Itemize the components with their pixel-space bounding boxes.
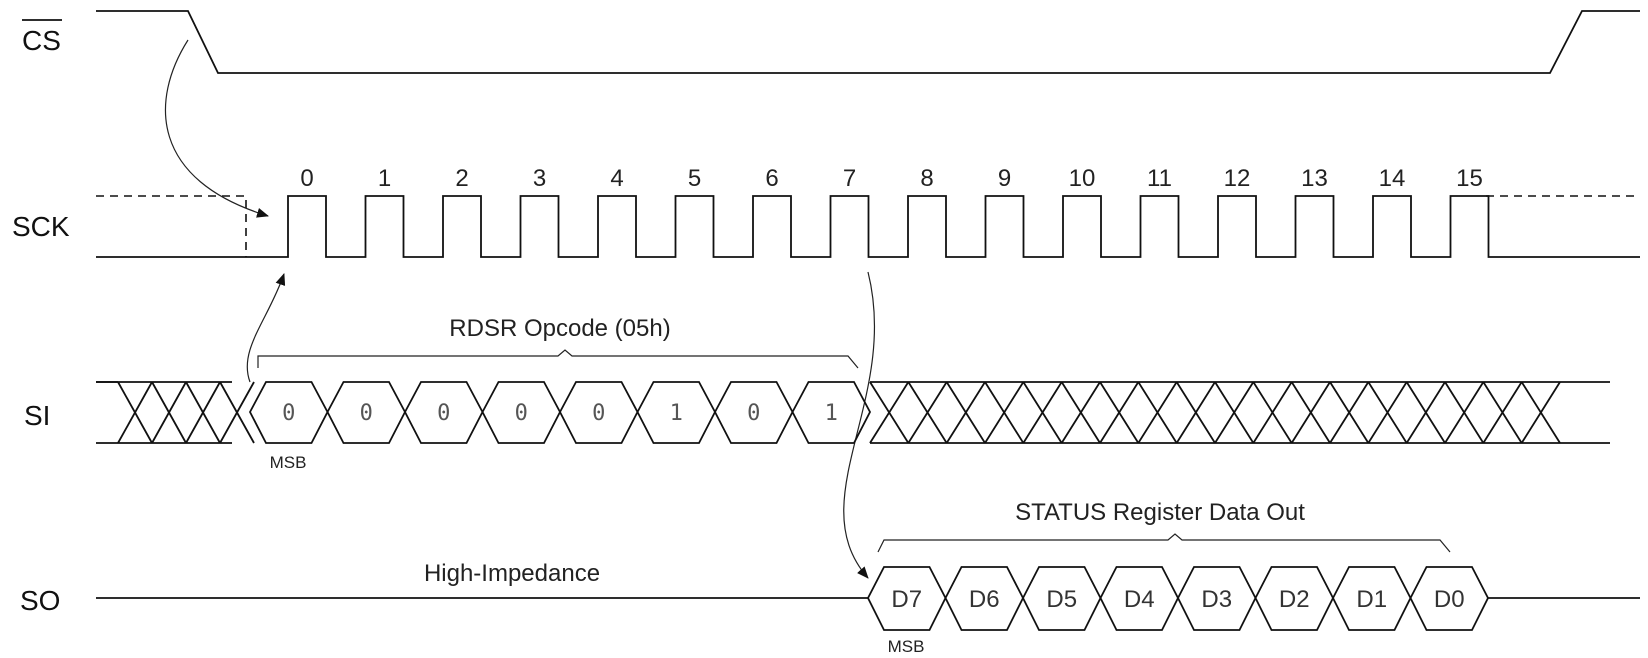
- si-dontcare-rails-right: [870, 381, 1610, 444]
- si-to-sck-arrow: [246, 273, 286, 383]
- so-bit-value: D7: [891, 586, 922, 613]
- si-dontcare-cell: [1137, 381, 1178, 444]
- si-dontcare-cell: [1405, 381, 1446, 444]
- si-dontcare-cell: [1520, 381, 1561, 444]
- cs-to-sck-arrow: [164, 39, 269, 218]
- so-bit-value: D2: [1279, 586, 1310, 613]
- si-dontcare-cell: [1022, 381, 1063, 444]
- sck-to-so-arrow: [843, 271, 876, 579]
- so-bit-value: D1: [1356, 586, 1387, 613]
- si-bit-cell: [791, 381, 872, 444]
- clock-number-15: 15: [1456, 165, 1483, 192]
- si-dontcare-cell: [117, 381, 153, 444]
- clock-number-4: 4: [610, 165, 623, 192]
- so-signal-label: SO: [20, 585, 60, 616]
- si-msb-label: MSB: [270, 453, 307, 472]
- si-bit-value: 0: [360, 401, 373, 426]
- si-dontcare-cell: [1444, 381, 1485, 444]
- so-hiz-label: High-Impedance: [424, 560, 600, 587]
- si-dontcare-cell: [907, 381, 948, 444]
- si-bit-value: 0: [592, 401, 605, 426]
- si-bit-value: 0: [747, 401, 760, 426]
- so-bit-value: D0: [1434, 586, 1465, 613]
- clock-number-13: 13: [1301, 165, 1328, 192]
- clock-number-10: 10: [1069, 165, 1096, 192]
- si-dontcare-cell: [1252, 381, 1293, 444]
- si-dontcare-rails-left: [96, 381, 232, 444]
- clock-number-7: 7: [843, 165, 856, 192]
- si-dontcare-cell: [219, 381, 255, 444]
- si-dontcare-cell: [984, 381, 1025, 444]
- so-status-brace: [877, 533, 1451, 553]
- si-signal-label: SI: [24, 400, 50, 431]
- clock-number-8: 8: [920, 165, 933, 192]
- si-dontcare-cell: [1175, 381, 1216, 444]
- si-dontcare-cell: [1060, 381, 1101, 444]
- clock-number-12: 12: [1224, 165, 1251, 192]
- si-bus: 0 0 0 0 0 1 0 1: [96, 381, 1610, 444]
- si-opcode-label: RDSR Opcode (05h): [449, 315, 670, 342]
- si-opcode-brace: [257, 349, 859, 369]
- si-bit-value: 0: [282, 401, 295, 426]
- sck-waveform: [96, 195, 1640, 258]
- so-bit-value: D3: [1201, 586, 1232, 613]
- cs-signal-label: CS: [22, 25, 61, 56]
- so-bit-value: D5: [1046, 586, 1077, 613]
- clock-number-3: 3: [533, 165, 546, 192]
- so-bit-value: D6: [969, 586, 1000, 613]
- so-bus: D7 D6 D5 D4 D3 D2 D1 D0: [96, 566, 1640, 631]
- clock-number-9: 9: [998, 165, 1011, 192]
- sck-idle-dashed-left: [96, 195, 247, 257]
- si-dontcare-cell: [1099, 381, 1140, 444]
- so-bit-value: D4: [1124, 586, 1155, 613]
- si-bit-value: 1: [670, 401, 683, 426]
- clock-number-2: 2: [455, 165, 468, 192]
- sck-signal-label: SCK: [12, 211, 70, 242]
- si-bit-value: 0: [515, 401, 528, 426]
- si-dontcare-cell: [1290, 381, 1331, 444]
- si-dontcare-cell: [1367, 381, 1408, 444]
- si-bit-value: 1: [825, 401, 838, 426]
- si-dontcare-cell: [1329, 381, 1370, 444]
- si-dontcare-cell: [1482, 381, 1523, 444]
- so-status-label: STATUS Register Data Out: [1015, 499, 1305, 526]
- si-dontcare-cell: [185, 381, 221, 444]
- si-dontcare-cell: [945, 381, 986, 444]
- clock-number-14: 14: [1379, 165, 1406, 192]
- clock-number-1: 1: [378, 165, 391, 192]
- clock-number-5: 5: [688, 165, 701, 192]
- cs-waveform: [96, 10, 1640, 74]
- si-dontcare-cell: [1214, 381, 1255, 444]
- si-bit-value: 0: [437, 401, 450, 426]
- si-dontcare-cell: [151, 381, 187, 444]
- clock-number-11: 11: [1147, 165, 1172, 192]
- so-msb-label: MSB: [888, 637, 925, 656]
- clock-number-0: 0: [300, 165, 313, 192]
- si-dontcare-cell: [869, 381, 910, 444]
- clock-number-6: 6: [765, 165, 778, 192]
